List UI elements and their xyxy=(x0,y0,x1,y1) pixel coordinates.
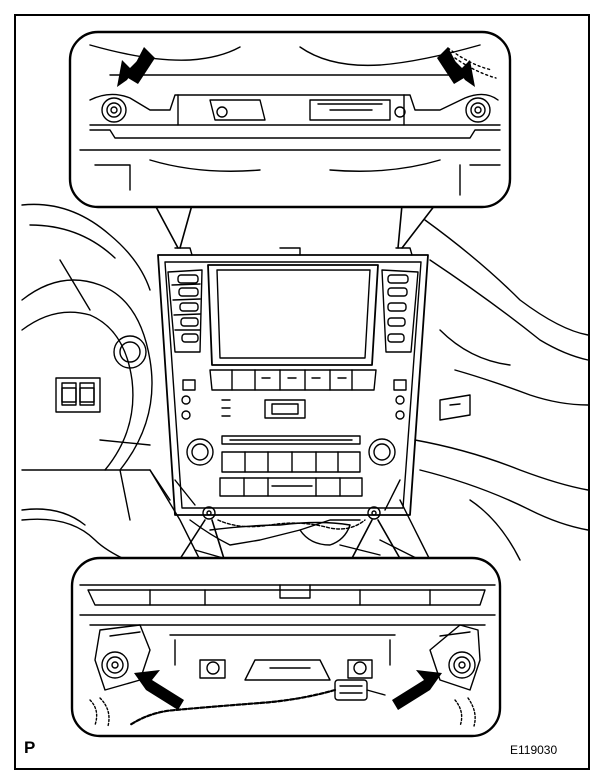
top-right-clip-icon xyxy=(465,97,491,123)
bottom-left-clip-icon xyxy=(101,651,129,679)
top-left-clip-icon xyxy=(101,97,127,123)
figure-id: E119030 xyxy=(510,743,558,757)
corner-mark: P xyxy=(24,738,36,757)
callout-leader-lines xyxy=(154,204,436,563)
top-left-arrow-icon xyxy=(117,47,155,87)
bottom-right-arrow-icon xyxy=(392,670,442,710)
dashboard-background xyxy=(21,203,589,571)
illustration-frame xyxy=(14,14,590,770)
bottom-callout xyxy=(70,556,502,738)
center-panel-assembly xyxy=(157,247,429,530)
bottom-left-arrow-icon xyxy=(134,670,184,710)
top-callout xyxy=(68,30,512,209)
bottom-right-clip-icon xyxy=(448,651,476,679)
top-right-arrow-icon xyxy=(437,47,475,87)
